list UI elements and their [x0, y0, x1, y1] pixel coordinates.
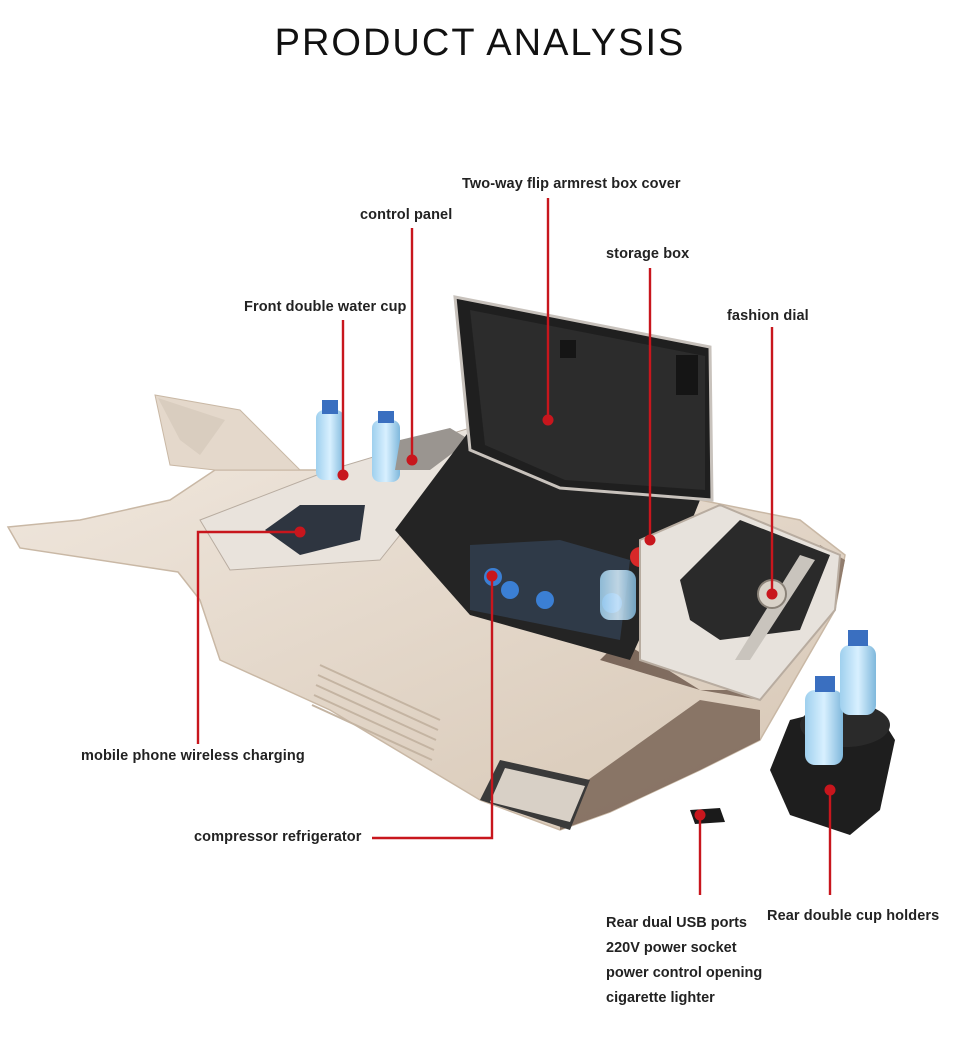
label-wireless-charging: mobile phone wireless charging [81, 748, 305, 764]
label-fashion-dial: fashion dial [727, 308, 809, 324]
label-rear-cups: Rear double cup holders [767, 908, 940, 924]
charging-pad [265, 505, 365, 555]
label-rear-ports-line: cigarette lighter [606, 990, 715, 1006]
label-rear-ports-line: Rear dual USB ports [606, 915, 747, 931]
label-compressor: compressor refrigerator [194, 829, 362, 845]
callout-charging [196, 530, 300, 744]
label-control-panel: control panel [360, 207, 453, 223]
front-bottles [316, 400, 400, 482]
callout-compressor [372, 576, 494, 840]
rear-bottles [805, 630, 876, 765]
vent-lines [311, 664, 441, 761]
label-storage-box: storage box [606, 246, 690, 262]
label-rear-ports-line: power control opening [606, 965, 763, 981]
label-rear-ports: Rear dual USB ports 220V power socket po… [606, 911, 762, 1011]
label-front-cup: Front double water cup [244, 299, 407, 315]
label-armrest-cover: Two-way flip armrest box cover [462, 176, 681, 192]
label-rear-ports-line: 220V power socket [606, 940, 737, 956]
page-title: PRODUCT ANALYSIS [274, 22, 686, 64]
callout-dots [294, 414, 836, 821]
callout-lines [196, 198, 832, 895]
